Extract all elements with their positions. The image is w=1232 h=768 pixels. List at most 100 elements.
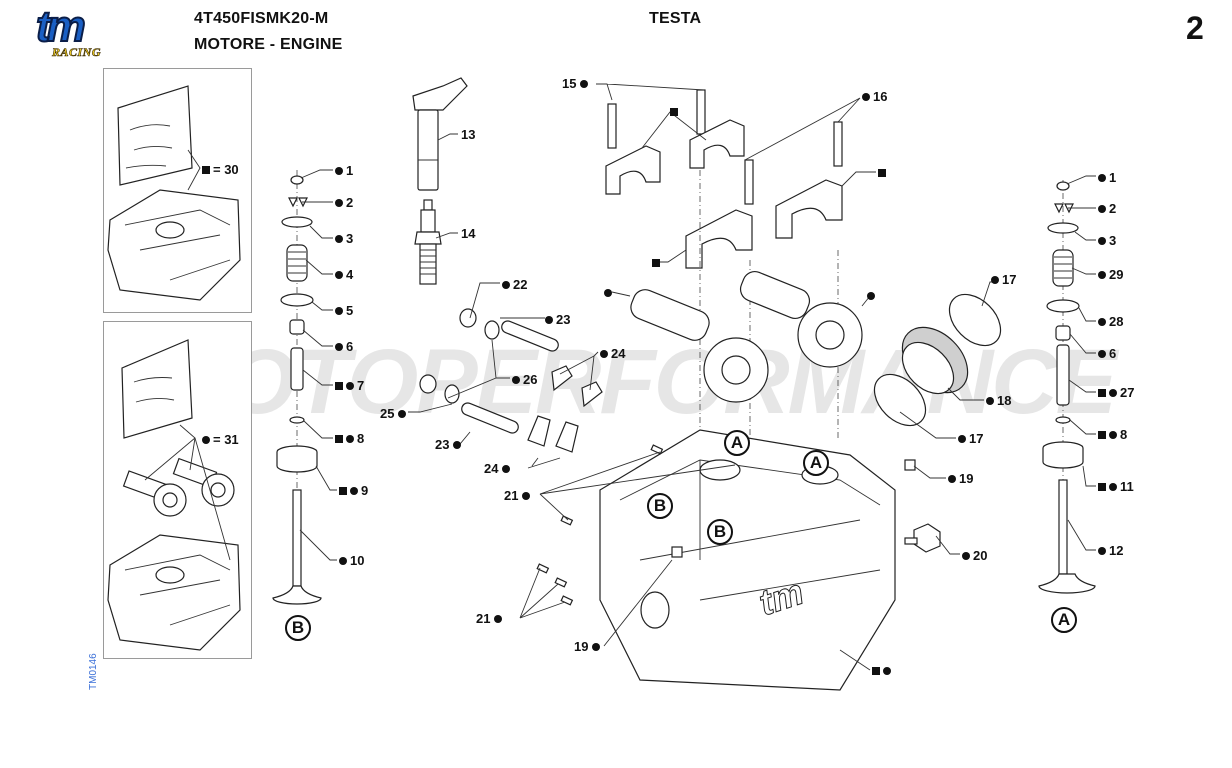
cylinder-head-2: [107, 534, 241, 651]
callout-23-bottom: 23: [435, 437, 464, 452]
part-dot-icon: [494, 614, 503, 623]
callout-2-right: 2: [1098, 201, 1116, 216]
valve-ref-b: B: [285, 615, 311, 641]
callout-1-left: 1: [335, 163, 353, 178]
cam-caps: [605, 89, 843, 460]
part-dot-icon: [202, 435, 210, 444]
part-dot-icon: [335, 166, 343, 175]
callout-5: 5: [335, 303, 353, 318]
part-dot-icon: [339, 556, 347, 565]
part-dot-icon: [346, 434, 354, 443]
head-ref-a-1: A: [724, 430, 750, 456]
callout-camshaft-left: [604, 285, 615, 300]
part-dot-icon: [991, 275, 999, 284]
spark-plug: [414, 199, 442, 285]
valve-stack-left: [272, 170, 322, 605]
part-dot-icon: [398, 409, 407, 418]
callout-29: 29: [1098, 267, 1123, 282]
part-dot-icon: [346, 381, 354, 390]
cylinder-head-1: [107, 189, 241, 301]
part-dot-icon: [1098, 546, 1106, 555]
callout-6-left: 6: [335, 339, 353, 354]
part-dot-icon: [502, 464, 511, 473]
inset-label-30: = 30: [202, 162, 239, 177]
callout-24-bottom: 24: [484, 461, 513, 476]
part-dot-icon: [453, 440, 462, 449]
part-dot-icon: [592, 642, 601, 651]
callout-19-left: 19: [574, 639, 603, 654]
part-dot-icon: [948, 474, 956, 483]
part-dot-icon: [1109, 388, 1117, 397]
part-dot-icon: [545, 315, 553, 324]
gasket-sheet-1: [117, 85, 193, 186]
callout-cylinder-head: [872, 663, 894, 678]
callout-26: 26: [512, 372, 537, 387]
part-dot-icon: [335, 270, 343, 279]
kit-square-icon: [335, 381, 343, 390]
callout-27: 27: [1098, 385, 1134, 400]
callout-7: 7: [335, 378, 364, 393]
part-dot-icon: [580, 79, 589, 88]
callout-19-right: 19: [948, 471, 973, 486]
part-dot-icon: [1098, 317, 1106, 326]
part-dot-icon: [335, 234, 343, 243]
part-dot-icon: [600, 349, 608, 358]
callout-3-right: 3: [1098, 233, 1116, 248]
part-dot-icon: [335, 342, 343, 351]
part-dot-icon: [862, 92, 870, 101]
callout-3-left: 3: [335, 231, 353, 246]
callout-10: 10: [339, 553, 364, 568]
page-number: 2: [1186, 10, 1204, 46]
callout-4: 4: [335, 267, 353, 282]
part-dot-icon: [1098, 349, 1106, 358]
kit-square-icon: [670, 107, 678, 116]
callout-8-right: 8: [1098, 427, 1127, 442]
part-dot-icon: [1098, 204, 1106, 213]
dowels-and-studs: [536, 444, 664, 606]
part-dot-icon: [867, 291, 875, 300]
callout-17-bottom: 17: [958, 431, 983, 446]
camshafts: [630, 271, 863, 403]
kit-square-icon: [872, 666, 880, 675]
brand-logo: tm RACING: [30, 1, 140, 60]
head-ref-b-2: B: [707, 519, 733, 545]
intake-manifold: [873, 293, 1002, 427]
spark-plug-cap: [412, 77, 468, 191]
kit-square-icon: [652, 258, 660, 267]
callout-6-right: 6: [1098, 346, 1116, 361]
rocker-hardware: [419, 308, 603, 453]
part-dot-icon: [1109, 482, 1117, 491]
callout-cam-cap-a: [670, 104, 681, 119]
callout-28: 28: [1098, 314, 1123, 329]
part-dot-icon: [604, 288, 612, 297]
valve-ref-a: A: [1051, 607, 1077, 633]
callout-22: 22: [502, 277, 527, 292]
cylinder-head-main: tm: [599, 429, 941, 691]
callout-1-right: 1: [1098, 170, 1116, 185]
logo-racing-text: RACING: [52, 45, 102, 60]
callout-cam-cap-c: [652, 255, 663, 270]
callout-8-left: 8: [335, 431, 364, 446]
group-title: TESTA: [649, 10, 702, 27]
part-dot-icon: [1109, 430, 1117, 439]
valve-stack-right: [1038, 180, 1096, 594]
callout-25: 25: [380, 406, 409, 421]
kit-square-icon: [878, 168, 886, 177]
part-dot-icon: [522, 491, 531, 500]
callout-21-top: 21: [504, 488, 533, 503]
callout-15: 15: [562, 76, 591, 91]
callout-23-top: 23: [545, 312, 570, 327]
callout-2-left: 2: [335, 195, 353, 210]
callout-12: 12: [1098, 543, 1123, 558]
callout-16: 16: [862, 89, 887, 104]
part-dot-icon: [335, 306, 343, 315]
inset1-leader: [187, 149, 201, 191]
camshafts-inset: [122, 457, 235, 517]
callout-17-top: 17: [991, 272, 1016, 287]
model-code: 4T450FISMK20-M: [194, 10, 329, 27]
part-dot-icon: [1098, 173, 1106, 182]
section-title: MOTORE - ENGINE: [194, 36, 343, 53]
callout-18: 18: [986, 393, 1011, 408]
callout-cam-cap-b: [878, 165, 889, 180]
